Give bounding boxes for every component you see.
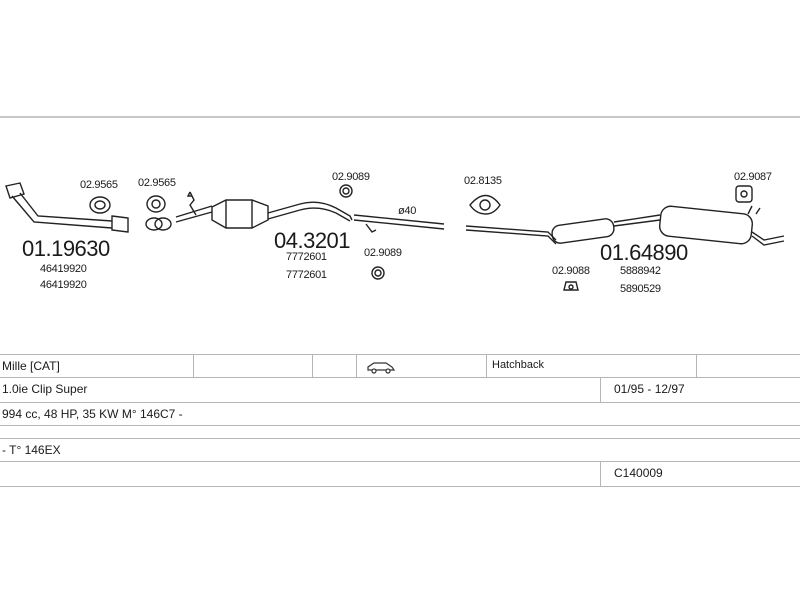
intermediate-pipe-drawing xyxy=(353,214,445,230)
catalyst-oe-2: 7772601 xyxy=(286,269,327,281)
clamp-drawing xyxy=(469,194,501,215)
spec-row-type: - T° 146EX xyxy=(0,439,800,462)
front-pipe-ref: 01.19630 xyxy=(22,236,110,261)
spec-table-top-border xyxy=(0,354,800,355)
body-type: Hatchback xyxy=(492,359,544,371)
rear-mount-drawing xyxy=(735,185,753,203)
gasket-1-drawing xyxy=(89,196,111,214)
cat-ring-ref: 02.9089 xyxy=(332,171,370,183)
spec-divider xyxy=(193,355,194,378)
production-years: 01/95 - 12/97 xyxy=(614,382,685,396)
rear-silencer-oe-1: 5888942 xyxy=(620,265,661,277)
spec-row-empty xyxy=(0,426,800,439)
front-pipe-oe-2: 46419920 xyxy=(40,279,87,291)
type-code: - T° 146EX xyxy=(2,443,61,457)
model-name: Mille [CAT] xyxy=(2,359,60,373)
spec-divider xyxy=(600,462,601,487)
catalyst-ref: 04.3201 xyxy=(274,228,351,253)
gasket-1-ref: 02.9565 xyxy=(80,179,118,191)
spec-divider xyxy=(696,355,697,378)
rear-silencer-oe-2: 5890529 xyxy=(620,283,661,295)
cat-ring-drawing xyxy=(339,184,353,198)
rear-mount-ref: 02.9087 xyxy=(734,171,772,183)
rubber-mount-ref: 02.9088 xyxy=(552,265,590,277)
spec-divider xyxy=(600,378,601,403)
spec-divider xyxy=(356,355,357,378)
diagram-top-border xyxy=(0,116,800,118)
cat-ring-2-ref: 02.9089 xyxy=(364,247,402,259)
gasket-2-ref: 02.9565 xyxy=(138,177,176,189)
spec-row-model: Mille [CAT] Hatchback xyxy=(0,355,800,378)
spec-row-engine-details: 994 cc, 48 HP, 35 KW M° 146C7 - xyxy=(0,403,800,426)
spec-divider xyxy=(312,355,313,378)
catalyst-drawing xyxy=(175,191,353,229)
catalyst-oe-1: 7772601 xyxy=(286,251,327,263)
spec-divider xyxy=(486,355,487,378)
exhaust-system-diagram xyxy=(5,182,785,291)
pipe-diameter: ø40 xyxy=(398,205,417,217)
front-pipe-drawing xyxy=(5,182,129,233)
catalog-code: C140009 xyxy=(614,466,663,480)
rear-silencer-ref: 01.64890 xyxy=(600,240,688,265)
engine-details: 994 cc, 48 HP, 35 KW M° 146C7 - xyxy=(2,407,183,421)
front-pipe-oe-1: 46419920 xyxy=(40,263,87,275)
cat-ring-2-drawing xyxy=(365,223,385,280)
clamp-ref: 02.8135 xyxy=(464,175,502,187)
rubber-mount-drawing xyxy=(563,281,579,291)
gasket-2-drawing xyxy=(145,195,172,231)
spec-row-catalog: C140009 xyxy=(0,462,800,487)
car-icon xyxy=(367,362,396,374)
spec-row-engine: 1.0ie Clip Super 01/95 - 12/97 xyxy=(0,378,800,403)
engine-name: 1.0ie Clip Super xyxy=(2,382,88,396)
spec-table: Mille [CAT] Hatchback 1.0ie Clip Super 0… xyxy=(0,355,800,487)
rear-silencer-drawing xyxy=(465,205,785,246)
